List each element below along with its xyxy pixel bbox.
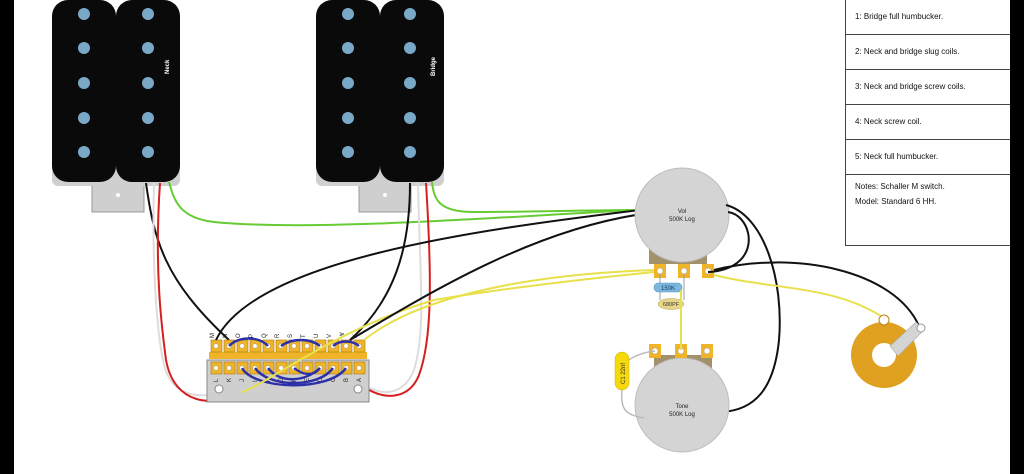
switch-letter-t: T [301, 334, 307, 338]
tone-pot-name: Tone [675, 404, 689, 410]
tone-cap-22nf [614, 351, 630, 391]
switch-letter-p: P [249, 334, 255, 338]
switch-letter-s: S [288, 334, 294, 338]
bridge-white-wire [369, 182, 423, 393]
neck-green-wire [168, 181, 637, 227]
switch-letter-u: U [314, 334, 320, 338]
legend-position-4: 4: Neck screw coil. [846, 105, 1010, 140]
switch-letter-h: H [266, 378, 272, 382]
tone-cap-label: C1 22nf [621, 363, 627, 384]
switch-letter-k: K [227, 378, 233, 382]
resistor-label: 150K [661, 286, 675, 292]
switch-yellow-lower [241, 271, 655, 393]
small-cap-680pf [657, 298, 685, 310]
vol-ground-wires [707, 204, 920, 413]
tone-wiring: C1 22nf [614, 290, 682, 419]
switch-letter-m: M [210, 333, 216, 338]
neck-white-wire [152, 182, 230, 397]
neck-pickup: Neck [52, 0, 180, 213]
legend-position-2: 2: Neck and bridge slug coils. [846, 35, 1010, 70]
switch-letter-r: R [275, 333, 281, 338]
switch-letter-b: B [344, 378, 350, 382]
wiring-diagram-canvas: Neck Bridge [14, 0, 1010, 474]
volume-pot-value: 500K Log [669, 217, 695, 223]
legend-notes-model: Model: Standard 6 HH. [855, 197, 937, 206]
volume-pot[interactable]: Vol 500K Log [634, 167, 730, 278]
switch-yellow-to-vol-lug [363, 269, 655, 341]
switch-letter-q: Q [262, 333, 268, 338]
switch-letter-d: D [318, 377, 324, 382]
output-jack[interactable] [851, 314, 926, 388]
legend-position-5: 5: Neck full humbucker. [846, 140, 1010, 175]
switch-letter-v: V [327, 334, 333, 338]
tone-pot[interactable]: Tone 500K Log [634, 344, 730, 453]
switch-letter-c: C [331, 377, 337, 382]
switch-jumpers [228, 337, 360, 387]
tone-pot-value: 500K Log [669, 412, 695, 418]
switch-letter-n: N [223, 334, 229, 338]
small-cap-label: 680PF [663, 302, 680, 308]
legend-position-3: 3: Neck and bridge screw coils. [846, 70, 1010, 105]
switch-letter-i: I [253, 380, 259, 382]
bridge-green-wire [431, 181, 637, 214]
bridge-pickup-label: Bridge [431, 56, 437, 76]
switch-position-legend: 1: Bridge full humbucker. 2: Neck and br… [845, 0, 1010, 246]
pickup-leads [145, 181, 637, 402]
resistor-150k [653, 282, 683, 293]
legend-notes: Notes: Schaller M switch. Model: Standar… [846, 175, 1010, 245]
switch-letter-o: O [236, 333, 242, 338]
volume-pot-name: Vol [678, 209, 686, 215]
wiring-diagram: Neck Bridge [52, 0, 926, 453]
bridge-pickup: Bridge [316, 0, 444, 213]
switch-black-to-vol-2 [349, 213, 643, 341]
legend-notes-switch: Notes: Schaller M switch. [855, 182, 945, 191]
bridge-red-wire [365, 182, 431, 397]
switch-output-wires [215, 209, 655, 393]
switch-letter-g: G [279, 377, 285, 382]
switch-letter-j: J [240, 379, 246, 382]
switch-letter-w: W [340, 332, 346, 338]
treble-bleed: 150K 680PF [653, 274, 685, 310]
neck-black-wire [145, 182, 230, 341]
switch-letter-e: E [305, 378, 311, 382]
switch-black-to-vol [215, 209, 641, 341]
legend-position-1: 1: Bridge full humbucker. [846, 0, 1010, 35]
switch-letter-a: A [357, 378, 363, 382]
neck-pickup-label: Neck [165, 59, 171, 74]
five-way-switch[interactable]: M N O P Q R S T U V W X L K J I H G F E … [206, 332, 370, 403]
switch-letter-l: L [214, 378, 220, 382]
